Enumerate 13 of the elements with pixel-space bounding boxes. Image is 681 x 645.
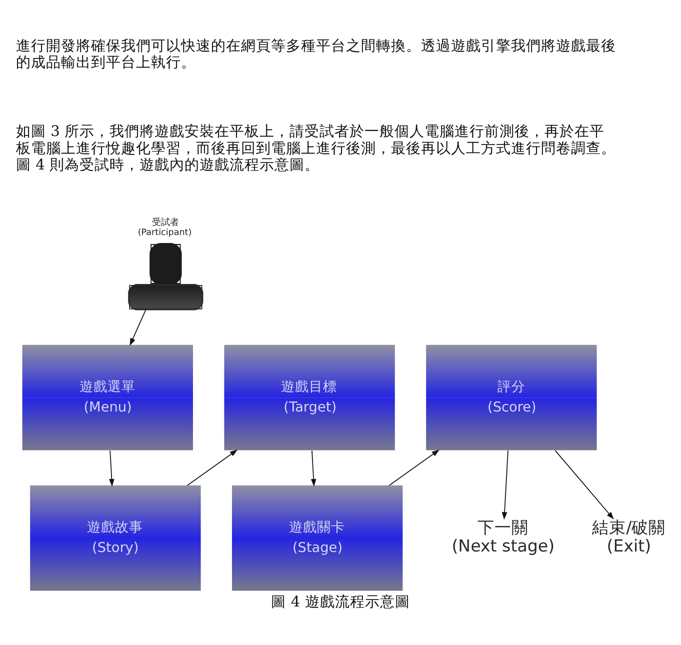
- arrow: [502, 450, 508, 520]
- arrow: [554, 450, 614, 520]
- arrow: [130, 309, 146, 346]
- node-text: 結束/破關 (Exit): [592, 518, 666, 556]
- node-text: 下一關 (Next stage): [452, 518, 555, 556]
- arrow: [310, 450, 316, 487]
- caption: 圖 4 遊戲流程示意圖: [271, 593, 410, 610]
- arrow: [109, 450, 114, 487]
- arrow: [186, 450, 238, 486]
- arrow: [388, 450, 440, 486]
- node-label: 受試者 (Participant): [138, 218, 192, 238]
- label: 進行開發將確保我們可以快速的在網頁等多種平台之間轉換。透過遊戲引擎我們將遊戲最後的成品輸出到平台上執行。: [16, 37, 616, 71]
- label: 如圖 3 所示，我們將遊戲安裝在平板上，請受試者於一般個人電腦進行前測後，再於在平板電腦上進行悅趣化學習，而後再回到電腦上進行後測，最後再以人工方式進行問卷調查。圖 4 則為受試時，遊戲內的遊戲流程示意圖。: [16, 123, 616, 174]
